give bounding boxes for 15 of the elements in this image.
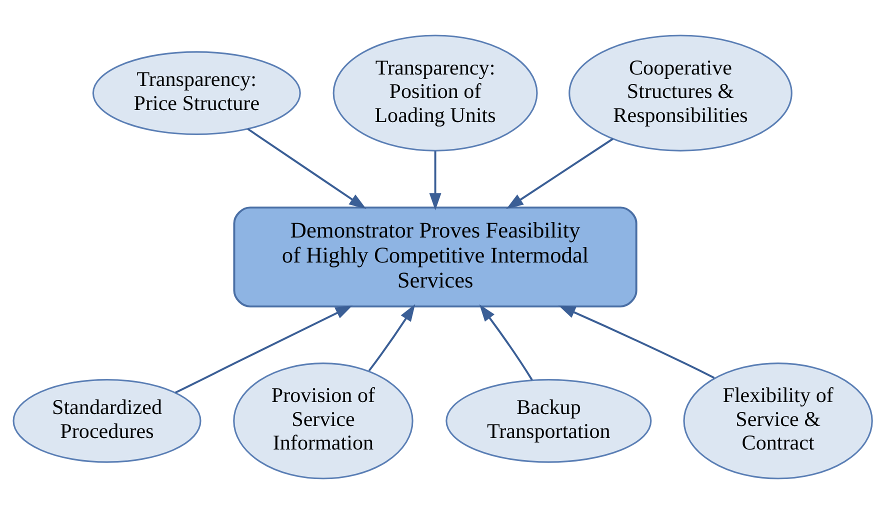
node-ellipse: Transparency: Position of Loading Units bbox=[332, 34, 538, 152]
node-ellipse: Standardized Procedures bbox=[12, 378, 202, 463]
arrow bbox=[506, 138, 614, 210]
node-ellipse: Flexibility of Service & Contract bbox=[683, 362, 873, 480]
arrow bbox=[429, 151, 442, 210]
node-ellipse: Provision of Service Information bbox=[233, 362, 414, 480]
arrow bbox=[368, 304, 416, 372]
arrow bbox=[479, 304, 533, 380]
node-box: Demonstrator Proves Feasibility of Highly Competitive Intermodal Services bbox=[233, 206, 638, 308]
arrow bbox=[174, 305, 353, 394]
node-ellipse: Backup Transportation bbox=[446, 378, 652, 463]
node-ellipse: Cooperative Structures & Responsibilities bbox=[568, 34, 792, 152]
arrow bbox=[247, 128, 366, 210]
arrow bbox=[558, 305, 715, 379]
node-ellipse: Transparency: Price Structure bbox=[92, 51, 301, 136]
